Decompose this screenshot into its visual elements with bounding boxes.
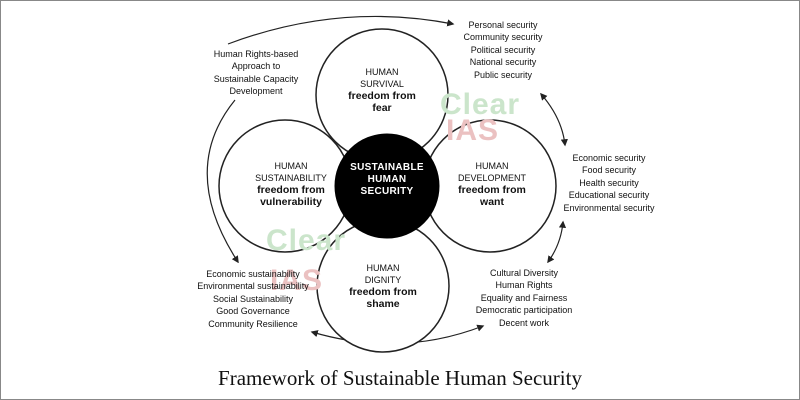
freedom-line-2: vulnerability: [260, 196, 322, 208]
list-sustainability-items: Economic sustainability Environmental su…: [186, 268, 320, 330]
list-item: Cultural Diversity: [489, 268, 558, 278]
name-line-1: HUMAN: [366, 263, 400, 273]
arc-right-upper: [540, 92, 568, 147]
watermark-ias-top: IAS: [446, 114, 500, 147]
list-item: Community Resilience: [208, 318, 298, 329]
label-human-survival: HUMAN SURVIVAL freedom from fear: [332, 66, 432, 114]
list-dignity-items: Cultural Diversity Human Rights Equality…: [462, 267, 586, 329]
list-item: Decent work: [498, 317, 550, 328]
list-development-security: Economic security Food security Health s…: [555, 152, 663, 214]
list-item: Approach to: [231, 61, 281, 72]
label-human-development: HUMAN DEVELOPMENT freedom from want: [440, 160, 544, 208]
name-line-1: HUMAN: [365, 67, 399, 77]
list-item: Democratic participation: [475, 305, 573, 316]
name-line-2: DIGNITY: [364, 275, 402, 285]
list-item: Food security: [581, 165, 637, 176]
watermark-ias-bottom: IAS: [270, 264, 324, 297]
center-line-3: SECURITY: [360, 186, 414, 197]
figure-caption: Framework of Sustainable Human Security: [218, 366, 582, 390]
arc-top: [227, 15, 455, 45]
list-item: Human Rights-based: [213, 49, 299, 59]
list-item: National security: [469, 57, 537, 68]
label-human-dignity: HUMAN DIGNITY freedom from shame: [333, 262, 433, 310]
list-item: Human Rights: [495, 280, 553, 291]
list-item: Equality and Fairness: [480, 292, 568, 303]
name-line-1: HUMAN: [475, 161, 509, 171]
list-item: Good Governance: [216, 306, 290, 317]
list-item: Environmental security: [563, 202, 655, 213]
list-security-types: Personal security Community security Pol…: [448, 19, 558, 81]
label-sustainable-human-security: SUSTAINABLE HUMAN SECURITY: [334, 162, 440, 198]
list-item: Sustainable Capacity: [213, 73, 299, 84]
list-rights-approach: Human Rights-based Approach to Sustainab…: [196, 48, 316, 98]
name-line-2: SURVIVAL: [360, 79, 404, 89]
center-line-1: SUSTAINABLE: [350, 162, 424, 173]
freedom-line-2: fear: [372, 102, 392, 114]
watermark-clear-bottom: Clear: [266, 224, 347, 257]
list-item: Personal security: [468, 20, 538, 30]
freedom-line-1: freedom from: [348, 90, 416, 102]
list-item: Economic security: [572, 153, 646, 163]
list-item: Economic sustainability: [206, 269, 300, 279]
name-line-1: HUMAN: [274, 161, 308, 171]
arc-right-lower: [547, 220, 567, 264]
arc-left: [206, 99, 239, 264]
list-item: Educational security: [568, 190, 650, 201]
freedom-line-1: freedom from: [257, 184, 325, 196]
watermark-clear-top: Clear: [440, 88, 521, 121]
name-line-2: DEVELOPMENT: [457, 173, 526, 183]
center-line-2: HUMAN: [367, 174, 407, 185]
freedom-line-2: shame: [366, 298, 400, 310]
list-item: Social Sustainability: [212, 293, 294, 304]
list-item: Political security: [470, 44, 536, 55]
label-human-sustainability: HUMAN SUSTAINABILITY freedom from vulner…: [236, 160, 346, 208]
freedom-line-2: want: [480, 196, 504, 208]
list-item: Environmental sustainability: [197, 281, 309, 292]
list-item: Development: [229, 86, 283, 97]
list-item: Public security: [473, 69, 533, 80]
name-line-2: SUSTAINABILITY: [255, 173, 327, 183]
list-item: Health security: [579, 177, 639, 188]
list-item: Community security: [463, 32, 543, 43]
circle-center: [334, 133, 440, 239]
freedom-line-1: freedom from: [458, 184, 526, 196]
freedom-line-1: freedom from: [349, 286, 417, 298]
